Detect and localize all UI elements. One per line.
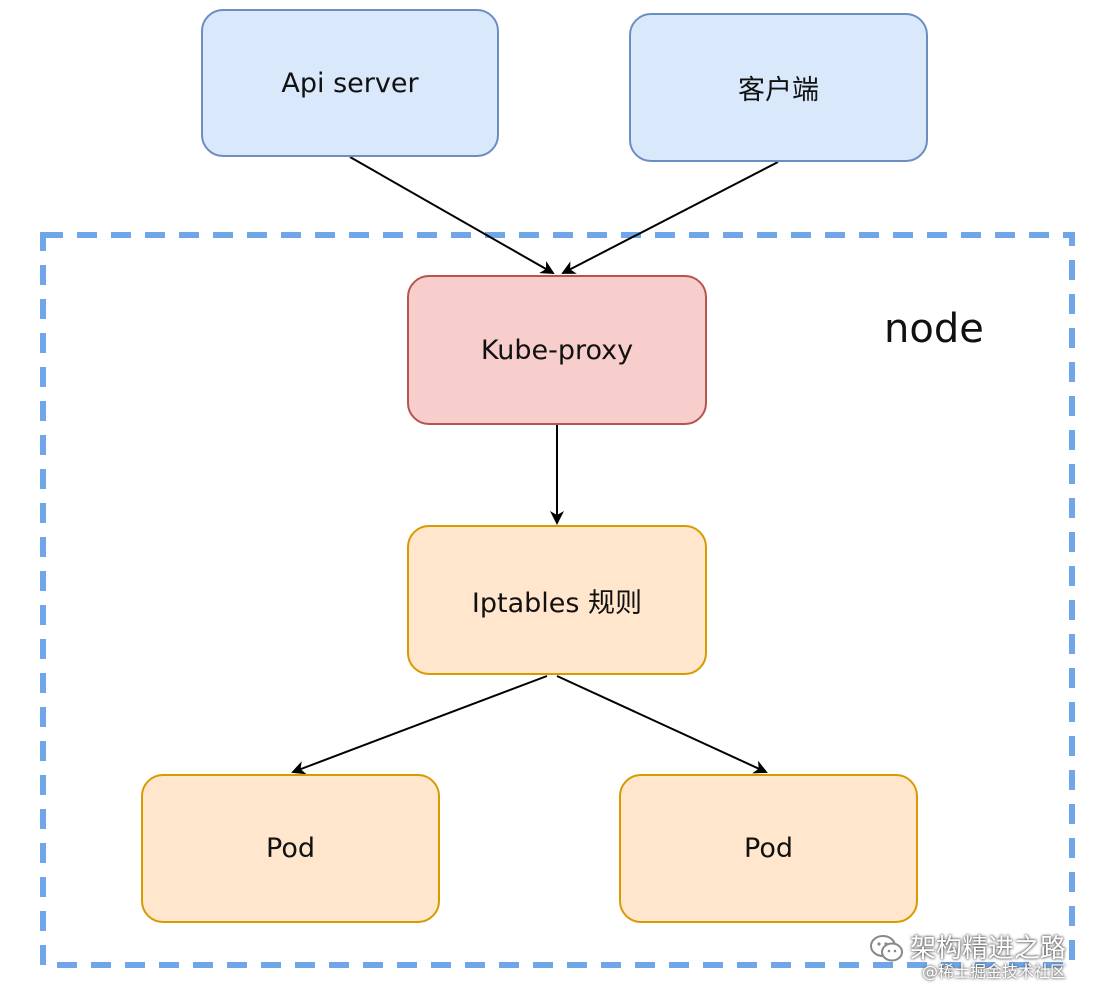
pod-left-label: Pod: [266, 833, 315, 864]
iptables-box: Iptables 规则: [407, 525, 707, 675]
watermark-title: 架构精进之路: [910, 934, 1067, 964]
kube-proxy-box: Kube-proxy: [407, 275, 707, 425]
watermark-subtitle: @稀土掘金技术社区: [922, 962, 1067, 981]
api-server-label: Api server: [281, 67, 419, 99]
client-label: 客户端: [738, 75, 819, 106]
node-container-border: [40, 232, 1075, 968]
kube-proxy-label: Kube-proxy: [480, 334, 634, 366]
node-container-label: node: [884, 306, 984, 352]
iptables-label: Iptables 规则: [471, 587, 643, 619]
edge-api-to-proxy: [349, 156, 555, 274]
pod-right-label: Pod: [744, 833, 793, 864]
edge-iptables-to-pod-left: [291, 675, 548, 775]
client-box: 客户端: [629, 13, 928, 162]
watermark: 架构精进之路: [870, 935, 1066, 963]
pod-left-box: Pod: [141, 774, 440, 923]
api-server-box: Api server: [201, 9, 499, 157]
edge-iptables-to-pod-right: [556, 675, 768, 774]
wechat-icon: [870, 935, 904, 963]
pod-right-box: Pod: [619, 774, 918, 923]
edge-client-to-proxy: [561, 161, 779, 274]
